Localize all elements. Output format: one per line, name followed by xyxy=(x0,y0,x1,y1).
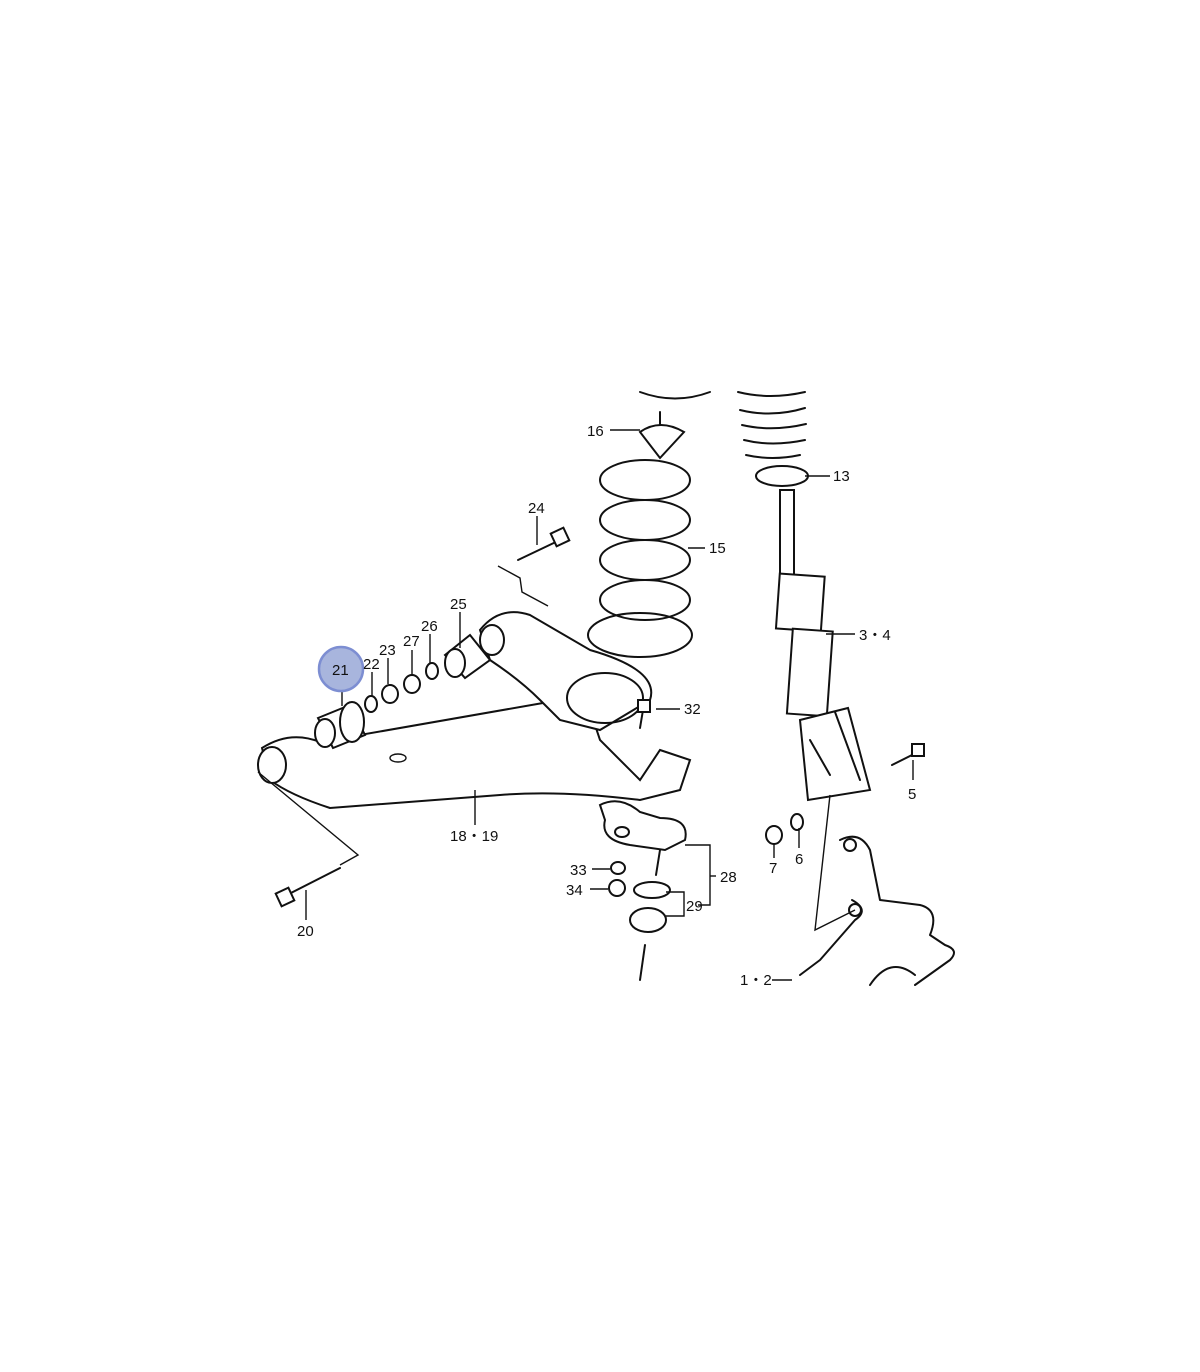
coil-spring xyxy=(587,391,711,658)
callout-29: 29 xyxy=(686,898,703,915)
lower-control-arm xyxy=(257,611,692,810)
callout-6: 6 xyxy=(795,851,803,868)
callout-24: 24 xyxy=(528,500,545,517)
callout-34: 34 xyxy=(566,882,583,899)
crop-mask xyxy=(700,992,1000,1022)
callout-32: 32 xyxy=(684,701,701,718)
strut-boot xyxy=(737,391,809,487)
nut-33 xyxy=(610,861,626,875)
steering-knuckle xyxy=(799,794,955,986)
callout-27: 27 xyxy=(403,633,420,650)
bolt-32 xyxy=(637,699,651,729)
bushing-25 xyxy=(443,633,492,680)
nut-7 xyxy=(765,825,783,845)
callout-18-19: 18・19 xyxy=(450,828,498,845)
bolt-20 xyxy=(257,771,360,908)
collar-23 xyxy=(381,684,399,704)
callout-5: 5 xyxy=(908,786,916,803)
collar-27 xyxy=(403,674,421,694)
callout-25: 25 xyxy=(450,596,467,613)
callout-20: 20 xyxy=(297,923,314,940)
bolt-5 xyxy=(891,743,925,766)
callout-1-2: 1・2 xyxy=(740,972,772,989)
washer-22 xyxy=(364,695,378,713)
callout-22: 22 xyxy=(363,656,380,673)
bump-stop xyxy=(638,411,686,460)
callout-28: 28 xyxy=(720,869,737,886)
nut-34 xyxy=(608,879,626,897)
callout-33: 33 xyxy=(570,862,587,879)
callout-13: 13 xyxy=(833,468,850,485)
bolt-24 xyxy=(497,526,571,607)
washer-26 xyxy=(425,662,439,680)
leader-lines xyxy=(305,429,914,981)
bushing-21 xyxy=(314,701,367,750)
callout-21[interactable]: 21 xyxy=(332,662,349,679)
callout-3-4: 3・4 xyxy=(859,627,891,644)
washer-6 xyxy=(790,813,804,831)
callout-26: 26 xyxy=(421,618,438,635)
shock-absorber-strut xyxy=(774,489,872,802)
callout-16: 16 xyxy=(587,423,604,440)
highlight-circle-21[interactable] xyxy=(317,645,365,693)
callout-15: 15 xyxy=(709,540,726,557)
ball-joint xyxy=(598,800,687,981)
callout-23: 23 xyxy=(379,642,396,659)
callout-7: 7 xyxy=(769,860,777,877)
